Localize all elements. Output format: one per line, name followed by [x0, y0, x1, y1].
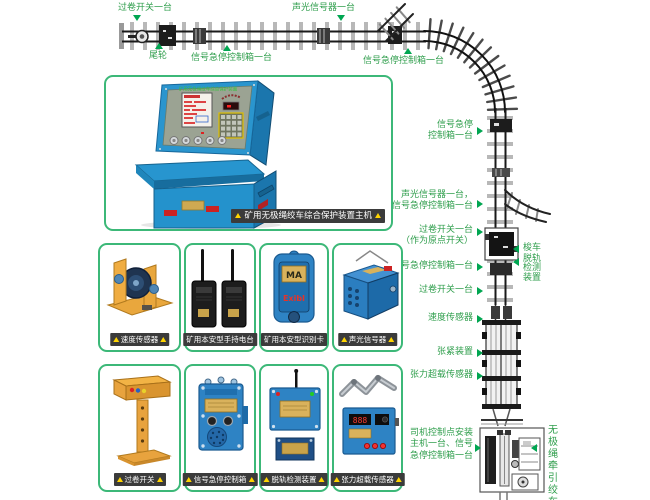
label-triangle: [156, 476, 163, 482]
label-triangle: [388, 336, 395, 342]
pointer-up-icon: [155, 43, 163, 49]
tension-assembly-drawing: [482, 320, 521, 409]
label-top-sound-light: 声光信号器一台: [292, 3, 356, 13]
id-card-photo: MA ExibI: [273, 250, 315, 323]
tension-sensor-label: 张力超载传感器: [330, 472, 405, 486]
pointer-right-icon: [477, 315, 483, 323]
label-right-overwind2: 过卷开关一台: [418, 285, 473, 295]
label-estop-bottom-right: 信号急停控制箱一台: [363, 56, 445, 66]
overwind-switch-label: 过卷开关: [113, 472, 166, 486]
id-card-label: 矿用本安型识别卡: [261, 332, 327, 346]
svg-text:888: 888: [353, 416, 368, 425]
pointer-right-icon: [477, 287, 483, 295]
label-triangle: [333, 476, 340, 482]
label-shuttle-car: 梭车: [523, 243, 542, 253]
svg-text:ExibI: ExibI: [283, 294, 305, 303]
speed-sensor-card: 速度传感器: [98, 243, 181, 352]
speed-sensor-drawing: [491, 305, 512, 322]
pointer-left-icon: [531, 444, 537, 452]
label-triangle: [185, 476, 192, 482]
label-triangle: [235, 213, 242, 219]
pointer-left-icon: [513, 258, 519, 266]
sound-light-label: 声光信号器: [337, 332, 398, 346]
label-triangle: [395, 476, 402, 482]
label-triangle: [112, 336, 119, 342]
label-triangle: [263, 476, 270, 482]
label-triangle: [116, 476, 123, 482]
label-triangle: [375, 213, 381, 219]
svg-text:MA: MA: [286, 271, 302, 281]
pointer-down-icon: [337, 15, 345, 21]
tension-sensor-photo: 888: [339, 375, 399, 455]
pointer-right-icon: [477, 228, 483, 236]
label-right-tension-device: 张紧装置: [436, 347, 473, 357]
label-tail-wheel: 尾轮: [149, 51, 168, 61]
label-triangle: [340, 336, 347, 342]
speed-sensor-label: 速度传感器: [109, 332, 170, 346]
estop-box-label: 信号急停控制箱: [182, 472, 258, 486]
label-triangle: [248, 476, 255, 482]
estop-box-photo: [198, 376, 248, 451]
label-right-overwind-origin: 过卷开关一台 （作为原点开关）: [400, 225, 473, 247]
handheld-radio-card: 矿用本安型手持电台: [183, 243, 257, 352]
curve-track: [423, 18, 519, 113]
label-right-estop1: 信号急停 控制箱一台: [427, 120, 473, 142]
turnout-branch-top: [377, 3, 414, 42]
svg-text:矿用无极绳绞车综合保护装置: 矿用无极绳绞车综合保护装置: [179, 86, 238, 93]
estop-box-card: 信号急停控制箱: [182, 364, 258, 492]
pointer-right-icon: [477, 200, 483, 208]
handheld-radio-photo: [191, 249, 247, 328]
overwind-switch-card: 过卷开关: [98, 364, 181, 492]
pointer-up-icon: [404, 48, 412, 54]
sound-light-card: 声光信号器: [332, 243, 403, 352]
turnout-branch-right: [504, 189, 551, 223]
pointer-right-icon: [475, 444, 481, 452]
label-derail-device: 脱轨 检测 装置: [523, 254, 542, 283]
pointer-right-icon: [477, 263, 483, 271]
pointer-right-icon: [477, 349, 483, 357]
shuttle-car-drawing: [484, 227, 519, 261]
label-right-soundlight: 声光信号器一台， 信号急停控制箱一台: [391, 190, 473, 212]
label-right-tension-sensor: 张力超载传感器: [409, 370, 473, 380]
label-driver-control-point: 司机控制点安装 主机一台、信号 急停控制箱一台: [409, 428, 473, 461]
console-label: 矿用无极绳绞车综合保护装置主机: [231, 208, 385, 223]
label-top-overwind: 过卷开关一台: [118, 3, 173, 13]
winch-drawing: [479, 427, 545, 500]
pointer-right-icon: [477, 372, 483, 380]
console-card: 矿用无极绳绞车综合保护装置: [104, 75, 393, 231]
derail-detector-label: 脱轨检测装置: [260, 472, 328, 486]
id-card-card: MA ExibI 矿用本安型识别卡: [259, 243, 329, 352]
console-photo: 矿用无极绳绞车综合保护装置: [134, 80, 281, 229]
label-estop-bottom-left: 信号急停控制箱一台: [191, 53, 273, 63]
derail-detector-card: 脱轨检测装置: [259, 364, 329, 492]
handheld-radio-label: 矿用本安型手持电台: [183, 332, 257, 346]
tension-sensor-card: 888 张力超载传感器: [330, 364, 405, 492]
label-triangle: [160, 336, 167, 342]
speed-sensor-photo: [106, 258, 174, 316]
sound-light-photo: [342, 250, 400, 320]
horizontal-track: [119, 22, 426, 50]
label-right-speed: 速度传感器: [427, 313, 473, 323]
overwind-switch-photo: [112, 375, 172, 466]
pointer-down-icon: [133, 15, 141, 21]
pointer-right-icon: [477, 127, 483, 135]
label-right-estop2: 信号急停控制箱一台: [391, 261, 473, 271]
derail-detector-photo: [269, 369, 321, 461]
pointer-up-icon: [223, 45, 231, 51]
estop-box-drawing: [490, 263, 512, 275]
label-winch: 无极绳牵引绞车: [545, 424, 557, 500]
rope-link-drawing: [481, 408, 523, 427]
label-triangle: [318, 476, 325, 482]
pointer-left-icon: [513, 245, 519, 253]
